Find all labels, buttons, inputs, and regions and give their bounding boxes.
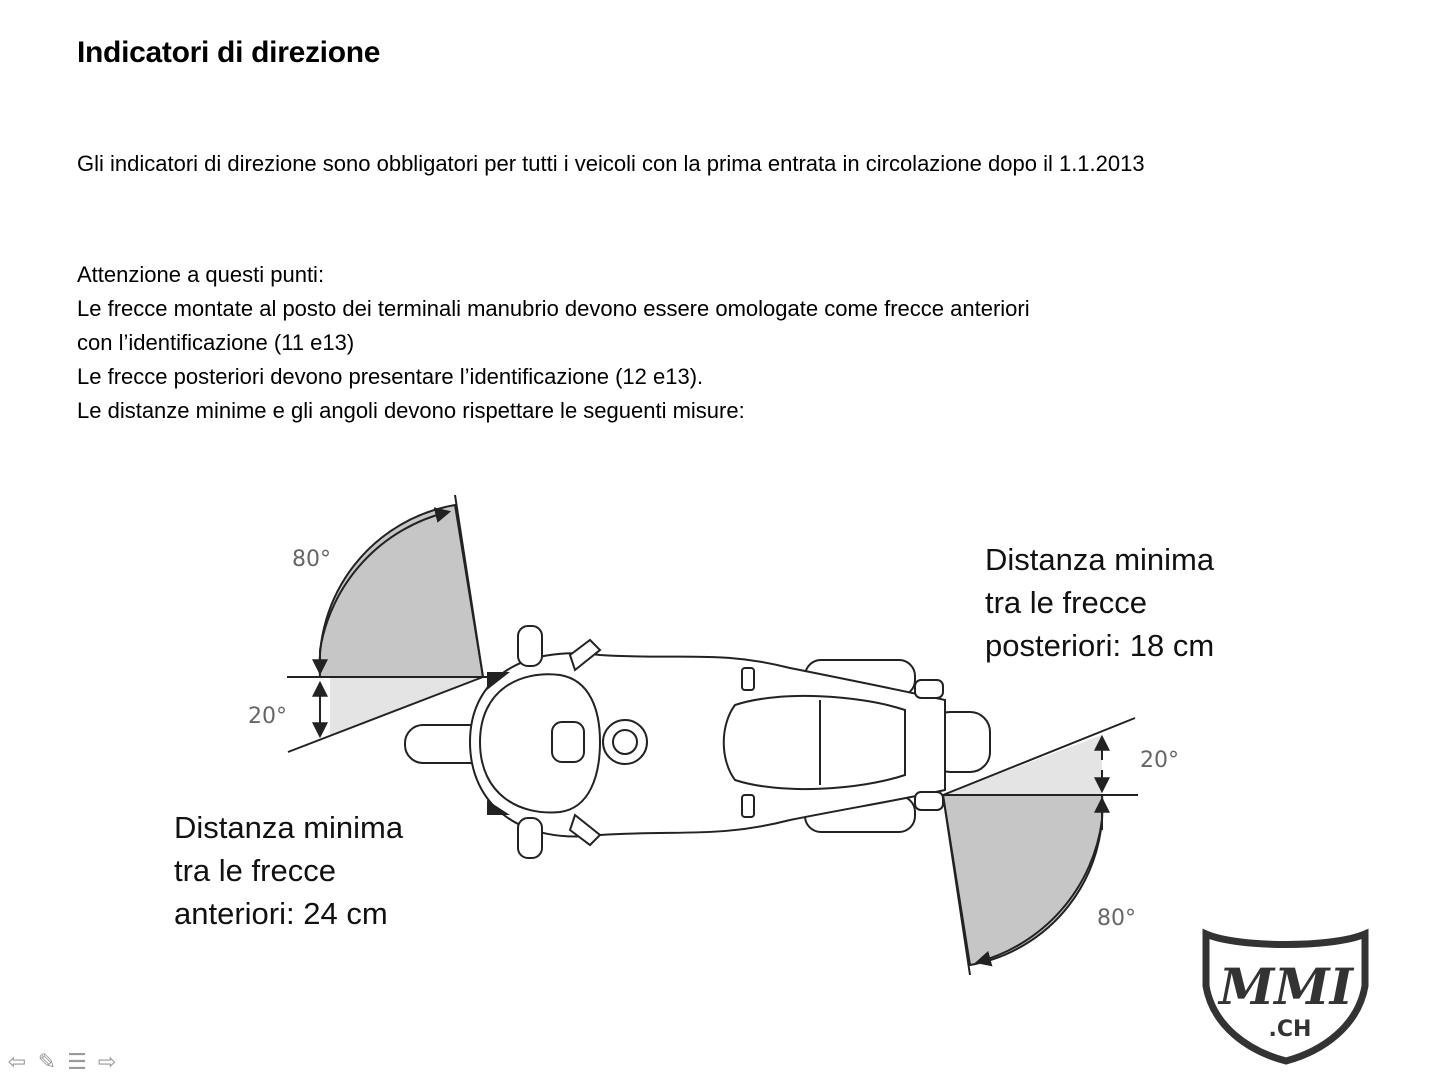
rear-angle-diagram: 20° 80° (941, 717, 1179, 976)
points-line: Le frecce posteriori devono presentare l… (77, 364, 704, 389)
rear-angle-20-label: 20° (1140, 748, 1179, 773)
logo-shield (1202, 928, 1369, 1065)
points-line: con l’identificazione (11 e13) (77, 330, 355, 355)
rear-distance-callout: Distanza minima tra le frecce posteriori… (985, 538, 1214, 667)
callout-line: tra le frecce (174, 853, 336, 888)
callout-line: posteriori: 18 cm (985, 628, 1215, 663)
logo-suffix: .CH (1269, 1017, 1312, 1042)
logo-text: MMI (1217, 957, 1355, 1016)
mmi-logo: MMI .CH (1202, 928, 1369, 1065)
indicator-triangles (487, 672, 510, 815)
slide-navigation: ⇦ ✎ ☰ ⇨ (4, 1049, 120, 1075)
front-angle-80-label: 80° (292, 547, 331, 572)
rear-angle-80-label: 80° (1097, 906, 1136, 931)
slide-title: Indicatori di direzione (77, 36, 381, 69)
points-list: Attenzione a questi punti: Le frecce mon… (77, 258, 1030, 428)
front-distance-callout: Distanza minima tra le frecce anteriori:… (174, 806, 403, 935)
front-angle-20-label: 20° (248, 704, 287, 729)
front-angle-diagram: 80° 20° (248, 494, 490, 753)
pencil-icon[interactable]: ✎ (37, 1049, 57, 1074)
arrow-right-icon[interactable]: ⇨ (97, 1049, 117, 1074)
callout-line: Distanza minima (985, 542, 1215, 577)
arrow-left-icon[interactable]: ⇦ (7, 1049, 27, 1074)
rear-sector-80 (941, 794, 1104, 967)
points-line: Le distanze minime e gli angoli devono r… (77, 398, 745, 423)
callout-line: anteriori: 24 cm (174, 896, 388, 931)
callout-line: tra le frecce (985, 585, 1147, 620)
points-line: Le frecce montate al posto dei terminali… (77, 296, 1030, 321)
callout-line: Distanza minima (174, 810, 404, 845)
points-line: Attenzione a questi punti: (77, 262, 325, 287)
menu-icon[interactable]: ☰ (67, 1049, 87, 1074)
motorcycle-top-view (404, 625, 991, 859)
intro-text: Gli indicatori di direzione sono obbliga… (77, 151, 1145, 176)
